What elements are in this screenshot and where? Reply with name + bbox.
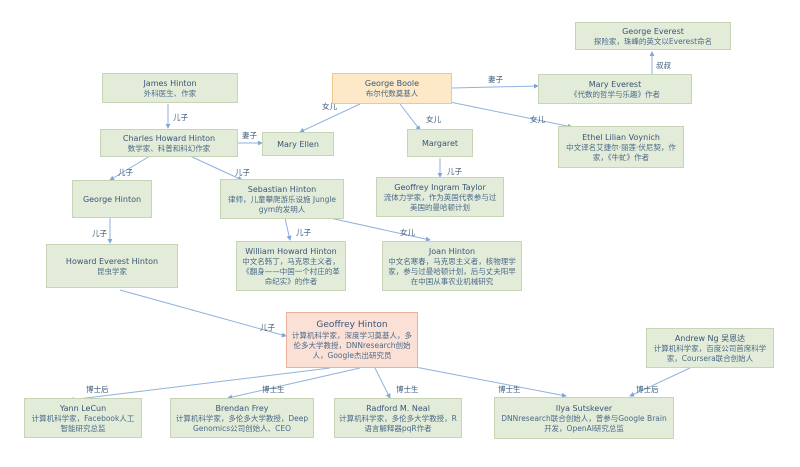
relation-label-son-charles: 儿子 [173,113,188,122]
relation-label-daughter-ethel: 女儿 [530,115,545,124]
node-desc: 《代数的哲学与乐趣》作者 [570,89,660,99]
node-name: George Hinton [82,194,142,204]
node-desc: 计算机科学家，多伦多大学教授，Deep Genomics公司创始人、CEO [175,413,309,433]
node-desc: 中文名韩丁，马克思主义者，《翻身——中国一个村庄的革命纪实》的作者 [242,256,340,286]
relation-label-son-william: 儿子 [296,228,311,237]
node-ilya-sutskever: Ilya Sutskever DNNresearch联合创始人，曾参与Googl… [494,397,674,439]
node-desc: 探险家，珠峰的英文以Everest命名 [593,36,713,46]
relation-label-phd-radford: 博士生 [396,385,419,394]
node-william-howard-hinton: William Howard Hinton 中文名韩丁，马克思主义者，《翻身——… [236,241,346,291]
relation-label-phd-ilya: 博士生 [498,385,521,394]
node-name: Joan Hinton [428,246,476,256]
node-george-boole: George Boole 布尔代数奠基人 [332,73,452,104]
node-desc: 计算机科学家，深度学习奠基人，多伦多大学教授，DNNresearch创始人，Go… [292,330,412,360]
node-mary-ellen: Mary Ellen [262,132,334,156]
node-james-hinton: James Hinton 外科医生、作家 [102,73,238,103]
edge-howard-geoffrey [119,289,287,338]
node-desc: 数学家、科普和科幻作家 [127,143,211,153]
edge-sebastian-joan [329,217,431,242]
node-geoffrey-ingram-taylor: Geoffrey Ingram Taylor 流体力学家，作为英国代表参与过美国… [376,177,504,217]
node-joan-hinton: Joan Hinton 中文名寒春，马克思主义者，核物理学家，参与过曼哈顿计划，… [382,241,522,291]
relation-label-postdoc-yann: 博士后 [86,385,109,394]
node-name: Ethel Lilian Voynich [582,132,660,142]
edge-boole-margaret [399,103,421,131]
node-name: George Boole [364,79,420,88]
node-desc: 计算机科学家，多伦多大学教授，R语言解释器pqR作者 [339,413,457,433]
node-name: George Everest [622,26,684,36]
relation-label-phd-brendan: 博士生 [262,385,285,394]
node-name: Howard Everest Hinton [65,256,159,266]
node-name: Yann LeCun [59,403,107,413]
relation-label-daughter-margaret: 女儿 [426,115,441,124]
node-desc: 流体力学家，作为英国代表参与过美国的曼哈顿计划 [383,192,497,212]
relation-label-wife-boole: 妻子 [488,75,503,84]
node-desc: 计算机科学家，百度公司首席科学家，Coursera联合创始人 [653,343,767,363]
node-name: Geoffrey Ingram Taylor [394,182,486,192]
relation-label-son-geoffrey: 儿子 [260,323,275,332]
node-radford-neal: Radford M. Neal 计算机科学家，多伦多大学教授，R语言解释器pqR… [334,398,462,438]
edge-charles-george-hinton [109,155,151,181]
node-desc: 昆虫学家 [97,266,127,276]
edge-geoffrey-yann [69,367,331,402]
edge-andrew-ilya [629,367,691,397]
node-name: Brendan Frey [215,403,269,413]
edge-geoffrey-brendan [227,367,361,400]
relation-label-son-howard: 儿子 [92,229,107,238]
relation-label-daughter-mary-ellen: 女儿 [322,102,337,111]
node-name: James Hinton [143,78,197,88]
edge-sebastian-william [284,217,292,241]
node-sebastian-hinton: Sebastian Hinton 律师，儿童攀爬游乐设施 Jungle gym的… [220,179,344,219]
node-yann-lecun: Yann LeCun 计算机科学家，Facebook人工智能研究总监 [24,398,142,438]
node-name: Margaret [421,138,459,148]
node-name: Mary Ellen [277,139,319,149]
node-desc: 计算机科学家，Facebook人工智能研究总监 [31,413,135,433]
node-george-hinton: George Hinton [72,180,152,218]
node-mary-everest: Mary Everest 《代数的哲学与乐趣》作者 [538,74,692,104]
edge-charles-sebastian [189,155,243,181]
node-name: Sebastian Hinton [247,184,317,194]
node-geoffrey-hinton: Geoffrey Hinton 计算机科学家，深度学习奠基人，多伦多大学教授，D… [286,312,418,368]
node-name: Andrew Ng 吴恩达 [674,333,746,343]
node-name: Radford M. Neal [366,403,430,413]
node-name: Ilya Sutskever [555,403,613,413]
relation-label-son-george-hinton: 儿子 [118,168,133,177]
node-desc: 中文译名艾捷尔·丽莲·伏尼契，作家，《牛虻》作者 [566,142,676,162]
node-name: Mary Everest [588,79,642,89]
edge-boole-ethel [439,99,573,129]
relation-label-son-taylor: 儿子 [447,167,462,176]
relation-label-son-sebastian: 儿子 [235,168,250,177]
node-name: Geoffrey Hinton [316,319,388,330]
node-desc: 律师，儿童攀爬游乐设施 Jungle gym的发明人 [227,194,337,214]
edge-boole-mary-everest [451,83,539,89]
node-desc: DNNresearch联合创始人，曾参与Google Brain开发，OpenA… [501,413,667,433]
node-charles-howard-hinton: Charles Howard Hinton 数学家、科普和科幻作家 [100,129,238,157]
node-name: William Howard Hinton [245,246,337,256]
node-andrew-ng: Andrew Ng 吴恩达 计算机科学家，百度公司首席科学家，Coursera联… [646,328,774,368]
node-margaret: Margaret [407,129,473,157]
node-george-everest: George Everest 探险家，珠峰的英文以Everest命名 [575,22,731,50]
edge-geoffrey-ilya [409,365,567,398]
node-ethel-voynich: Ethel Lilian Voynich 中文译名艾捷尔·丽莲·伏尼契，作家，《… [558,126,684,168]
node-desc: 中文名寒春，马克思主义者，核物理学家，参与过曼哈顿计划，后与丈夫阳早在中国从事农… [388,256,516,286]
relation-label-daughter-joan: 女儿 [400,228,415,237]
node-name: Charles Howard Hinton [122,133,216,143]
node-desc: 布尔代数奠基人 [365,89,419,98]
node-desc: 外科医生、作家 [143,88,197,98]
node-howard-everest-hinton: Howard Everest Hinton 昆虫学家 [46,244,178,288]
edge-geoffrey-radford [374,367,391,399]
edge-boole-mary-ellen [299,103,361,133]
relation-label-wife-charles: 妻子 [242,131,257,140]
node-brendan-frey: Brendan Frey 计算机科学家，多伦多大学教授，Deep Genomic… [170,398,314,438]
relation-label-uncle: 叔叔 [656,61,671,70]
relation-label-postdoc-ilya: 博士后 [636,385,659,394]
